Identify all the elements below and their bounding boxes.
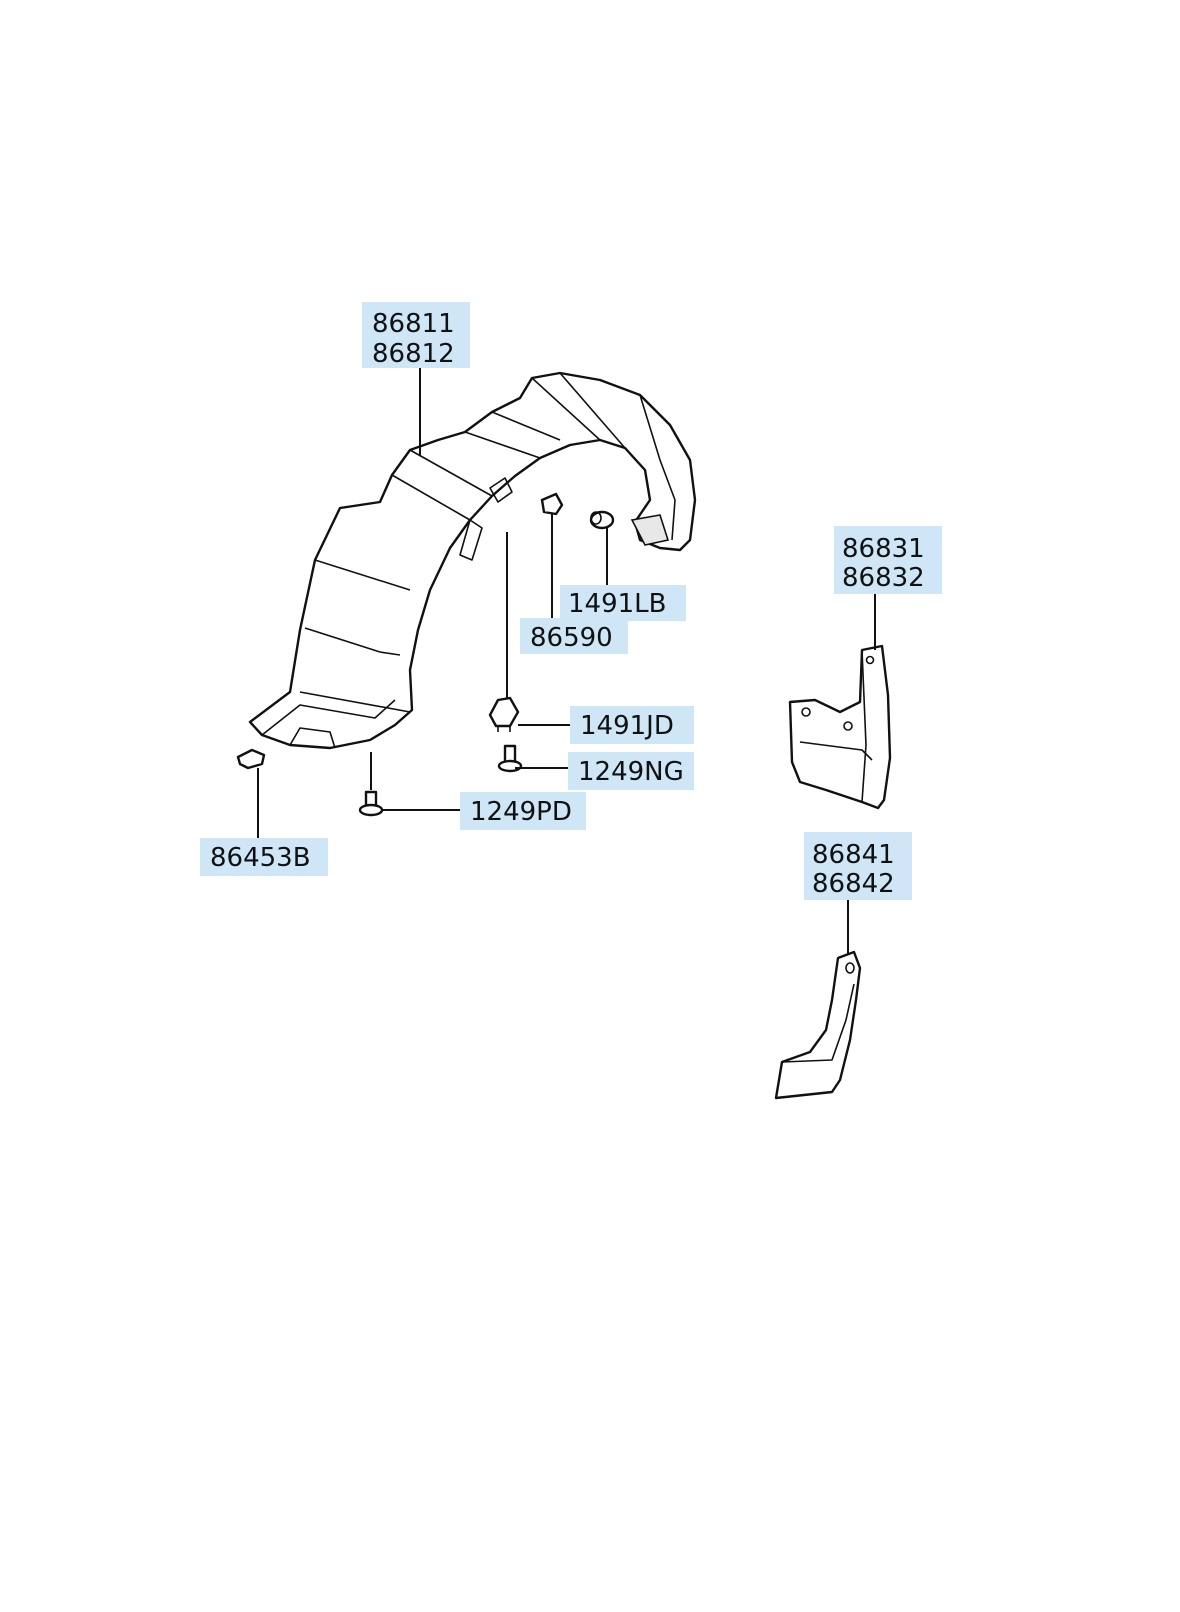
svg-text:86453B: 86453B [210,843,311,873]
screw-1249PD-part [358,790,384,817]
wheel-guard-liner [248,371,697,750]
label-clip-86590: 86590 [520,618,628,654]
label-mud-guard-rear: 86841 86842 [804,832,912,900]
label-mud-guard-front-line2: 86832 [842,563,925,593]
label-clip-1491JD: 1491JD [570,706,694,744]
label-mud-guard-front-line1: 86831 [842,534,925,564]
svg-text:1491JD: 1491JD [580,711,674,741]
label-mud-guard-rear-line1: 86841 [812,840,895,870]
svg-text:1249PD: 1249PD [470,797,572,827]
clip-1491JD-part [488,696,520,732]
label-mud-guard-front: 86831 86832 [834,526,942,594]
label-clip-1491LB: 1491LB [560,585,686,621]
label-liner-line1: 86811 [372,309,455,339]
svg-text:1249NG: 1249NG [578,757,684,787]
label-liner: 86811 86812 [362,302,470,369]
clip-1491LB-part [589,510,615,530]
clip-86590-part [540,492,564,516]
label-screw-1249NG: 1249NG [568,752,694,790]
label-mud-guard-rear-line2: 86842 [812,869,895,899]
label-liner-line2: 86812 [372,339,455,369]
mud-guard-rear [774,950,862,1100]
svg-text:1491LB: 1491LB [568,589,667,619]
label-screw-1249PD: 1249PD [460,792,586,830]
svg-text:86590: 86590 [530,623,613,653]
nut-86453B-part [236,748,266,770]
mud-guard-front [788,644,892,810]
label-nut-86453B: 86453B [200,838,328,876]
leader-lines [257,368,876,955]
